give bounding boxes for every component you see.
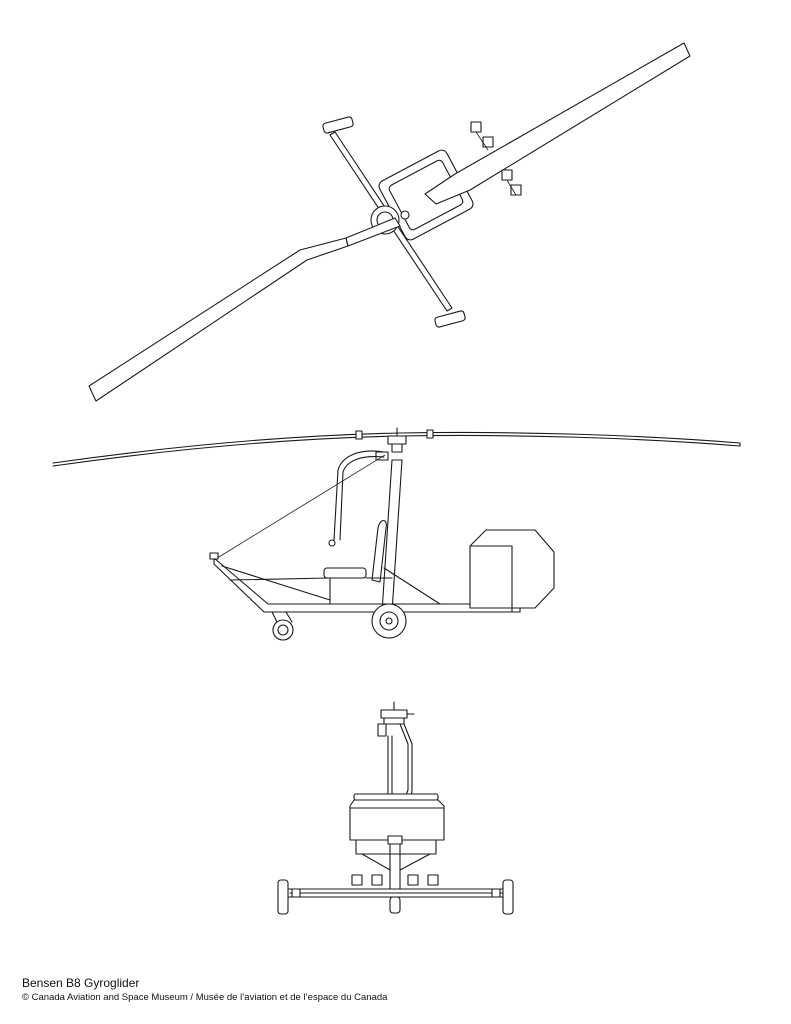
front-seat-box <box>350 794 444 854</box>
front-nose-wheel <box>390 897 400 913</box>
side-nose-wheel <box>272 612 293 640</box>
caption-credit: © Canada Aviation and Space Museum / Mus… <box>22 992 388 1003</box>
front-view <box>278 702 513 914</box>
side-main-wheel <box>372 604 406 638</box>
top-rotor-blade-left <box>89 218 400 401</box>
front-axle <box>285 889 507 897</box>
top-view <box>89 43 690 401</box>
front-wheel-right <box>492 880 513 914</box>
top-tail-fittings <box>471 122 521 195</box>
side-mast <box>329 451 402 612</box>
caption: Bensen B8 Gyroglider © Canada Aviation a… <box>22 976 387 1004</box>
side-tow-cable <box>214 455 385 560</box>
front-footrests <box>352 875 438 885</box>
front-rotor-head <box>378 702 414 736</box>
side-view <box>53 428 740 640</box>
caption-title: Bensen B8 Gyroglider <box>22 976 140 990</box>
side-tail <box>470 530 554 608</box>
front-keel-struts <box>362 836 430 892</box>
top-rotor-blade-right <box>425 43 690 204</box>
side-seat <box>324 521 392 583</box>
front-wheel-left <box>278 880 300 914</box>
